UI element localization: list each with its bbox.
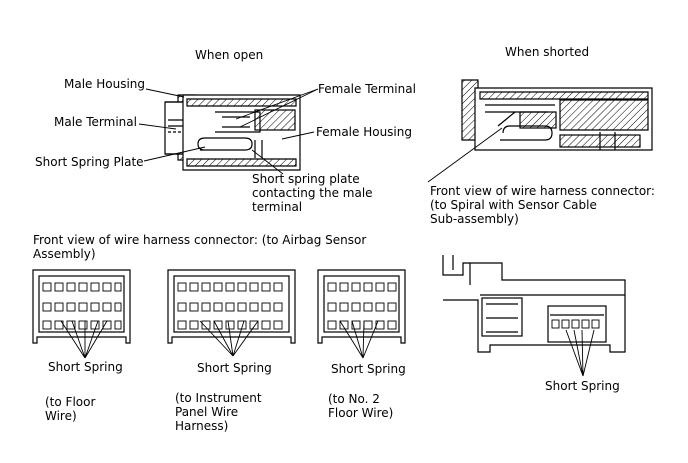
label-female-housing: Female Housing bbox=[316, 125, 412, 139]
title-when-shorted: When shorted bbox=[505, 45, 590, 59]
label-front-view-spiral: Front view of wire harness connector: (t… bbox=[430, 184, 655, 226]
label-male-housing: Male Housing bbox=[64, 77, 146, 91]
label-to-no2-floor-wire: (to No. 2 Floor Wire) bbox=[328, 392, 394, 420]
connector-floor-wire bbox=[32, 269, 131, 344]
label-plate-contact-note: Short spring plate contacting the male t… bbox=[252, 172, 373, 214]
connector-spiral bbox=[442, 255, 626, 353]
label-male-terminal: Male Terminal bbox=[54, 115, 137, 129]
label-short-spring-1: Short Spring bbox=[48, 360, 123, 374]
label-short-spring-4: Short Spring bbox=[545, 379, 620, 393]
label-short-spring-2: Short Spring bbox=[197, 361, 272, 375]
leader-lines bbox=[60, 88, 595, 377]
label-short-spring-3: Short Spring bbox=[331, 362, 406, 376]
label-female-terminal: Female Terminal bbox=[318, 82, 416, 96]
terminal-cavities bbox=[42, 282, 122, 330]
label-short-spring-plate: Short Spring Plate bbox=[35, 155, 144, 169]
connector-instrument-panel bbox=[167, 269, 296, 344]
title-when-open: When open bbox=[195, 48, 264, 62]
label-to-floor-wire: (to Floor Wire) bbox=[45, 395, 96, 423]
open-connector-section bbox=[164, 94, 301, 171]
shorted-connector-section bbox=[461, 79, 653, 151]
connector-no2-floor-wire bbox=[317, 269, 406, 344]
label-to-instrument-panel: (to Instrument Panel Wire Harness) bbox=[175, 391, 262, 433]
label-front-view-airbag: Front view of wire harness connector: (t… bbox=[33, 233, 367, 261]
